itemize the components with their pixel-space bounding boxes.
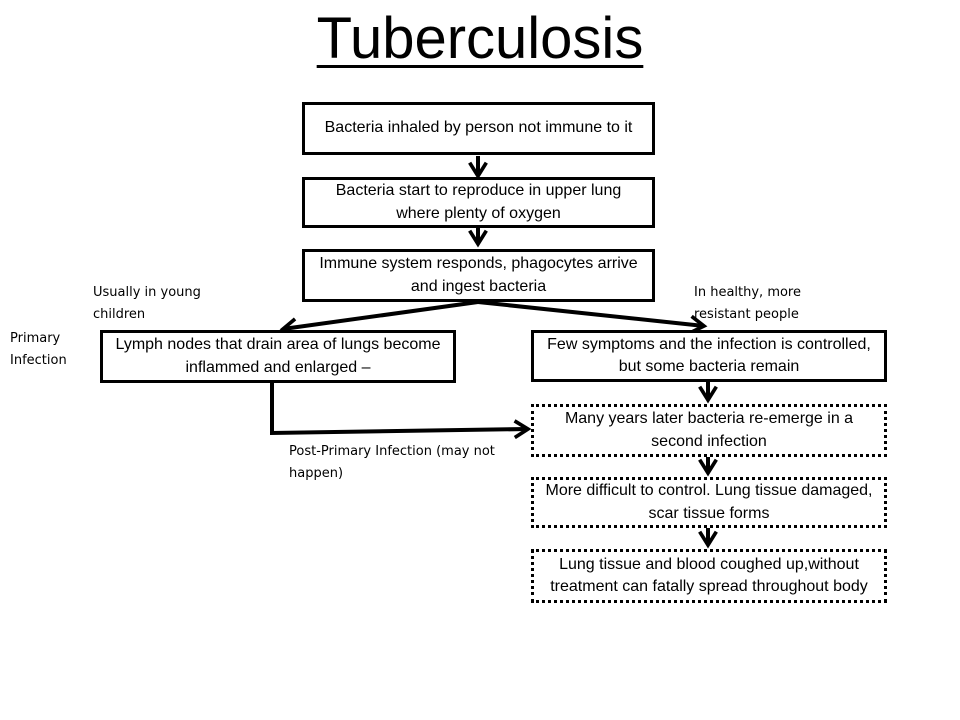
note-healthy-people: In healthy, more resistant people — [694, 285, 801, 323]
box-lung-tissue-coughed-text: Lung tissue and blood coughed up,without… — [550, 555, 868, 595]
box-lymph-nodes-text: Lymph nodes that drain area of lungs bec… — [115, 336, 441, 376]
box-bacteria-reemerge-text: Many years later bacteria re-emerge in a… — [564, 410, 854, 450]
note-young-children: Usually in young children — [93, 285, 201, 323]
box-lung-tissue-coughed: Lung tissue and blood coughed up,without… — [531, 549, 887, 603]
diagram-title: Tuberculosis — [316, 6, 644, 71]
box-difficult-to-control-text: More difficult to control. Lung tissue d… — [545, 482, 873, 522]
box-bacteria-inhaled: Bacteria inhaled by person not immune to… — [302, 102, 655, 155]
box-bacteria-reemerge: Many years later bacteria re-emerge in a… — [531, 404, 887, 457]
box-immune-response-text: Immune system responds, phagocytes arriv… — [319, 255, 638, 295]
note-post-primary-infection: Post-Primary Infection (may not happen) — [289, 444, 495, 482]
box-immune-response: Immune system responds, phagocytes arriv… — [302, 249, 655, 302]
box-bacteria-reproduce: Bacteria start to reproduce in upper lun… — [302, 177, 655, 228]
box-bacteria-reproduce-text: Bacteria start to reproduce in upper lun… — [335, 182, 622, 222]
box-lymph-nodes: Lymph nodes that drain area of lungs bec… — [100, 330, 456, 383]
box-bacteria-inhaled-text: Bacteria inhaled by person not immune to… — [324, 119, 633, 137]
box-few-symptoms-text: Few symptoms and the infection is contro… — [547, 335, 871, 375]
arrow-lymph-to-reemerge — [270, 383, 532, 440]
box-few-symptoms: Few symptoms and the infection is contro… — [531, 330, 887, 382]
box-difficult-to-control: More difficult to control. Lung tissue d… — [531, 477, 887, 528]
arrow-immune-to-lymph — [279, 300, 479, 338]
note-primary-infection: Primary Infection — [10, 331, 67, 369]
arrow-immune-to-few-symptoms — [477, 300, 708, 335]
